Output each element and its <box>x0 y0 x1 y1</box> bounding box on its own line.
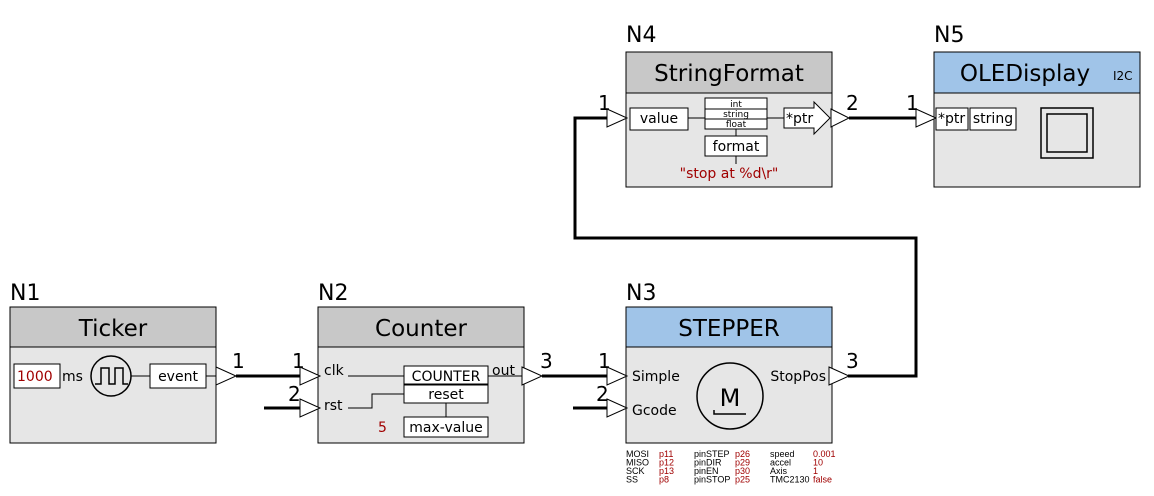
wire-label: 2 <box>288 382 301 406</box>
node-id: N3 <box>626 281 656 306</box>
string-port[interactable] <box>969 107 1017 131</box>
wire-n3-n4 <box>573 116 918 378</box>
spec-key: pinEN <box>694 466 719 476</box>
interval-unit: ms <box>62 369 83 385</box>
spec-value: p11 <box>659 449 673 459</box>
value-input-arrow[interactable] <box>606 108 629 128</box>
motor-icon: M <box>696 362 764 430</box>
format-label: format <box>713 139 760 155</box>
wire-label: 1 <box>232 349 245 373</box>
ptr-input-arrow[interactable] <box>915 108 938 128</box>
ptr-label: *ptr <box>786 111 813 127</box>
node-oledisplay[interactable]: N5 OLEDisplay I2C *ptr string <box>915 23 1141 188</box>
spec-key: accel <box>770 458 791 468</box>
wire-label: 3 <box>846 349 859 373</box>
spec-key: SCK <box>626 466 645 476</box>
format-value: "stop at %d\r" <box>680 166 779 182</box>
spec-key: pinSTOP <box>694 475 730 485</box>
clk-label: clk <box>324 363 345 379</box>
spec-value: p12 <box>659 458 674 468</box>
spec-value: p26 <box>735 449 750 459</box>
rst-label: rst <box>324 398 343 414</box>
display-icon <box>1040 107 1094 159</box>
spec-key: pinSTEP <box>694 449 730 459</box>
type-string-label: string <box>723 110 749 120</box>
clk-input-arrow[interactable] <box>299 366 322 386</box>
spec-value: 1 <box>813 466 818 476</box>
spec-value: 10 <box>813 458 823 468</box>
node-title: Ticker <box>78 316 148 342</box>
wire-label: 3 <box>540 349 553 373</box>
spec-key: MOSI <box>626 449 649 459</box>
spec-value: p30 <box>735 466 750 476</box>
output-arrow[interactable] <box>215 366 238 386</box>
max-value-label: max-value <box>409 420 482 436</box>
ptr-port[interactable] <box>935 107 969 131</box>
motor-label: M <box>720 384 741 412</box>
node-title: STEPPER <box>678 316 779 342</box>
wire-label: 2 <box>846 91 859 115</box>
spec-key: pinDIR <box>694 458 722 468</box>
gcode-input-arrow[interactable] <box>606 398 629 418</box>
spec-value: p29 <box>735 458 750 468</box>
counter-block <box>403 365 489 385</box>
simple-label: Simple <box>632 369 680 385</box>
output-arrow[interactable] <box>521 366 544 386</box>
ptr-label: *ptr <box>938 111 965 127</box>
out-label: out <box>492 363 515 379</box>
spec-key: MISO <box>626 458 649 468</box>
reset-label: reset <box>428 387 464 403</box>
value-label: value <box>640 111 678 127</box>
interval-value: 1000 <box>17 369 53 385</box>
wires <box>236 116 918 410</box>
output-label: event <box>158 369 198 385</box>
node-title: Counter <box>375 316 467 342</box>
spec-value: p25 <box>735 475 750 485</box>
node-stringformat[interactable]: N4 StringFormat value int string float *… <box>606 23 851 188</box>
spec-key: Axis <box>770 466 788 476</box>
rst-input-arrow[interactable] <box>299 398 322 418</box>
gcode-label: Gcode <box>632 403 677 419</box>
spec-value: 0.001 <box>813 449 836 459</box>
spec-value: p8 <box>659 475 669 485</box>
node-ticker[interactable]: N1 Ticker 1000 ms event <box>9 281 238 444</box>
output-arrow[interactable] <box>828 366 851 386</box>
spec-key: TMC2130 <box>770 475 810 485</box>
type-int-label: int <box>730 100 742 110</box>
bus-label: I2C <box>1113 69 1133 83</box>
output-arrow[interactable] <box>830 108 851 128</box>
type-float-label: float <box>726 120 747 130</box>
node-title: StringFormat <box>654 61 804 87</box>
node-counter[interactable]: N2 Counter clk rst COUNTER reset max-val… <box>299 281 544 444</box>
max-value-field[interactable] <box>403 416 489 438</box>
node-id: N5 <box>934 23 964 48</box>
spec-value: p13 <box>659 466 674 476</box>
interval-field[interactable] <box>13 363 61 389</box>
ptr-output[interactable] <box>783 100 831 136</box>
counter-label: COUNTER <box>412 369 481 385</box>
string-label: string <box>973 111 1013 127</box>
wire-label: 2 <box>596 382 609 406</box>
node-stepper[interactable]: N3 STEPPER Simple Gcode M StopPos MOSI p1… <box>606 281 851 485</box>
node-id: N2 <box>318 281 348 306</box>
spec-key: SS <box>626 475 638 485</box>
simple-input-arrow[interactable] <box>606 366 629 386</box>
node-title: OLEDisplay <box>960 61 1090 87</box>
value-port[interactable] <box>629 107 689 131</box>
event-port[interactable] <box>149 363 207 389</box>
node-id: N4 <box>626 23 656 48</box>
wire-label: 1 <box>292 349 305 373</box>
max-value: 5 <box>378 420 387 436</box>
spec-key: speed <box>770 449 795 459</box>
node-id: N1 <box>10 281 40 306</box>
stoppos-label: StopPos <box>770 369 826 385</box>
spec-value: false <box>813 475 832 485</box>
